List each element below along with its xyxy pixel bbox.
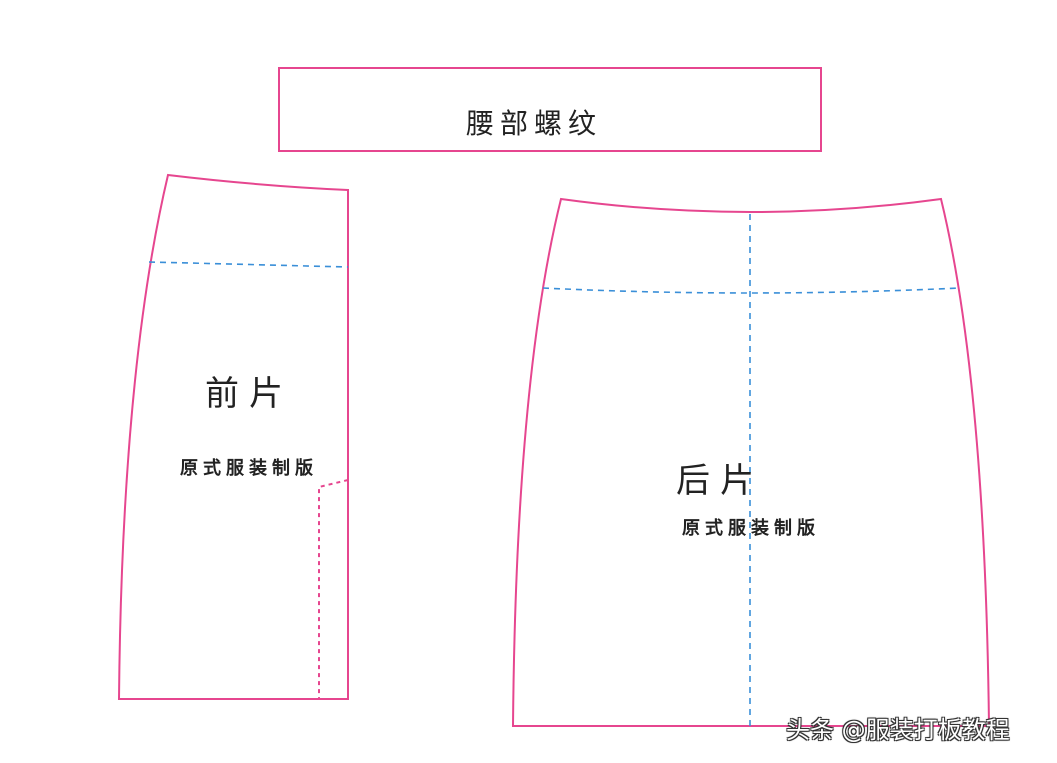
- front-slit-line: [318, 479, 349, 699]
- waistband-outline: [278, 67, 822, 152]
- front-piece-subtitle: 原式服装制版: [180, 458, 318, 479]
- back-piece-outline: [511, 197, 991, 727]
- back-piece-title: 后片: [676, 461, 764, 501]
- front-piece-outline: [117, 173, 349, 700]
- waistband-label: 腰部螺纹: [466, 107, 603, 140]
- front-hip-guide: [148, 261, 349, 268]
- front-piece-title: 前片: [205, 374, 293, 414]
- watermark: 头条 @服装打板教程: [786, 716, 1010, 744]
- back-piece-subtitle: 原式服装制版: [682, 518, 820, 539]
- back-hip-guide: [542, 287, 960, 294]
